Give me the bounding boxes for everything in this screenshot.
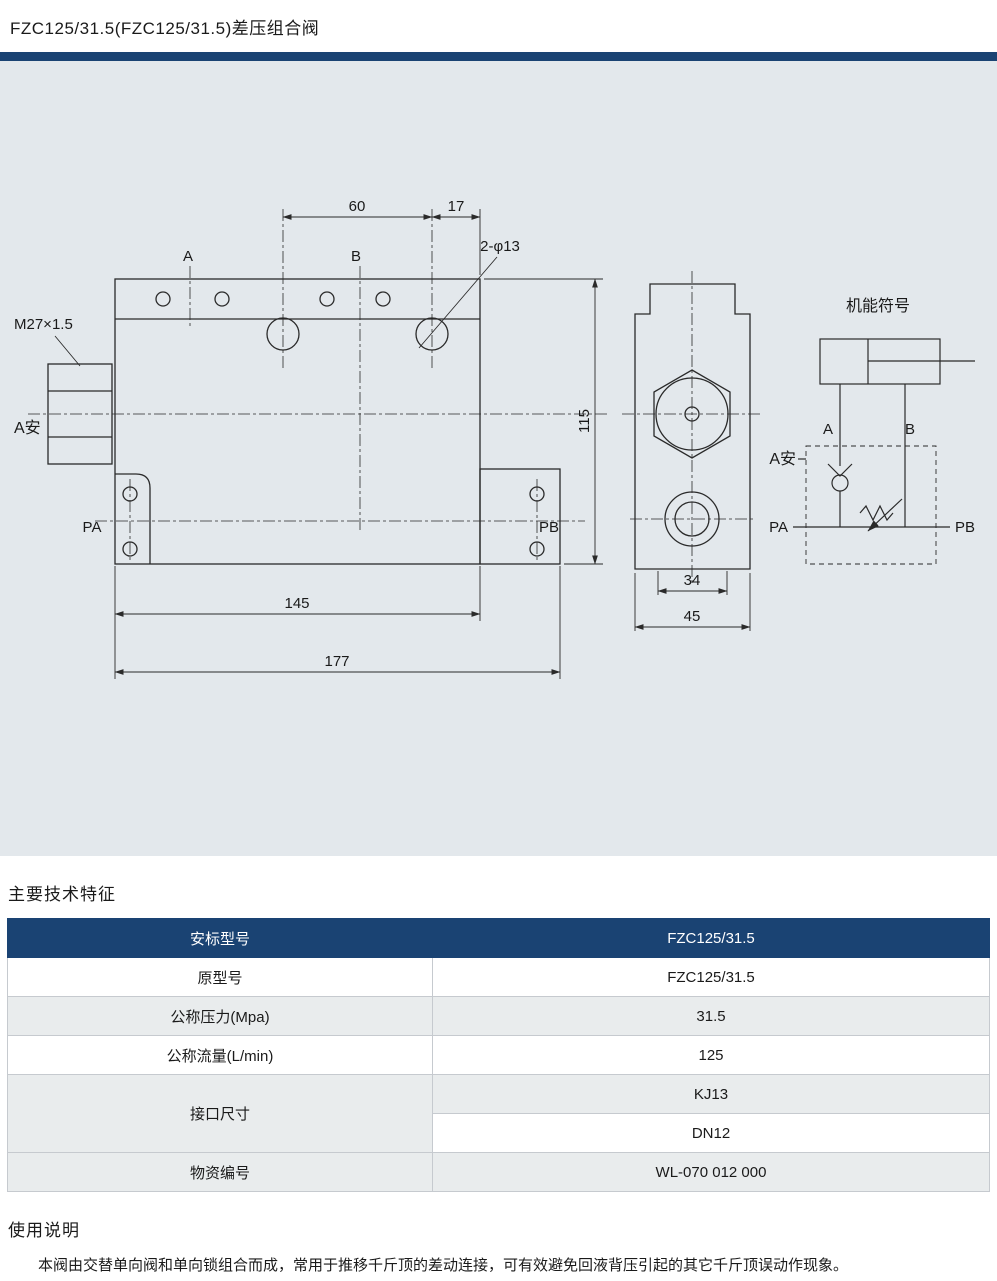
spec-label-pressure: 公称压力(Mpa) (7, 996, 433, 1036)
port-pa-label: PA (83, 519, 102, 536)
technical-drawing-panel: 60 17 2-φ13 M27×1.5 A B A安 PA PB 145 177… (0, 61, 997, 856)
side-view-outline (634, 283, 751, 570)
spec-label-anbiao: 安标型号 (7, 918, 433, 958)
spec-value-material-code: WL-070 012 000 (432, 1152, 990, 1192)
section-a-label: A (183, 248, 193, 265)
symbol-a-an-label: A安 (769, 450, 796, 468)
dim-115-label: 115 (576, 409, 593, 433)
spec-label-original: 原型号 (7, 957, 433, 997)
symbol-pb-label: PB (955, 519, 975, 536)
section-b-label: B (351, 248, 361, 265)
specs-heading: 主要技术特征 (8, 885, 116, 904)
table-row: 公称流量(L/min) 125 (7, 1035, 990, 1075)
spec-value-pressure: 31.5 (432, 996, 990, 1036)
dim-45-label: 45 (684, 608, 701, 625)
dim-177-label: 177 (324, 653, 349, 670)
spec-value-original: FZC125/31.5 (432, 957, 990, 997)
header-accent-bar (0, 52, 997, 61)
dimension-lines (54, 209, 751, 679)
table-row: 原型号 FZC125/31.5 (7, 957, 990, 997)
dim-145-label: 145 (284, 595, 309, 612)
spec-value-anbiao: FZC125/31.5 (432, 918, 990, 958)
usage-heading: 使用说明 (8, 1221, 80, 1240)
spec-label-port-size: 接口尺寸 (7, 1074, 433, 1153)
symbol-a-label: A (823, 421, 833, 438)
valve-drawing: 60 17 2-φ13 M27×1.5 A B A安 PA PB 145 177… (14, 198, 975, 679)
dim-60-label: 60 (349, 198, 366, 215)
symbol-title: 机能符号 (846, 297, 910, 315)
port-pb-label: PB (539, 519, 559, 536)
table-row: 公称压力(Mpa) 31.5 (7, 996, 990, 1036)
centerlines (28, 209, 762, 586)
symbol-pa-label: PA (769, 519, 788, 536)
hole-callout-label: 2-φ13 (480, 238, 520, 255)
hydraulic-symbol (793, 338, 975, 565)
spec-label-material-code: 物资编号 (7, 1152, 433, 1192)
spec-value-flow: 125 (432, 1035, 990, 1075)
drawing-labels: 60 17 2-φ13 M27×1.5 A B A安 PA PB 145 177… (14, 198, 975, 670)
usage-text: 本阀由交替单向阀和单向锁组合而成，常用于推移千斤顶的差动连接，可有效避免回液背压… (38, 1257, 849, 1274)
symbol-b-label: B (905, 421, 915, 438)
port-a-an-label: A安 (14, 419, 41, 437)
specs-table: 安标型号 FZC125/31.5 原型号 FZC125/31.5 公称压力(Mp… (7, 918, 990, 1192)
spec-value-port-size-1: KJ13 (432, 1074, 990, 1114)
page-title: FZC125/31.5(FZC125/31.5)差压组合阀 (10, 19, 320, 38)
table-row: 安标型号 FZC125/31.5 (7, 918, 990, 958)
dim-17-label: 17 (448, 198, 465, 215)
dim-34-label: 34 (684, 572, 701, 589)
spec-value-port-size-2: DN12 (432, 1113, 990, 1153)
table-row: 接口尺寸 KJ13 (7, 1074, 990, 1153)
spec-label-flow: 公称流量(L/min) (7, 1035, 433, 1075)
thread-callout-label: M27×1.5 (14, 316, 73, 333)
table-row: 物资编号 WL-070 012 000 (7, 1152, 990, 1192)
